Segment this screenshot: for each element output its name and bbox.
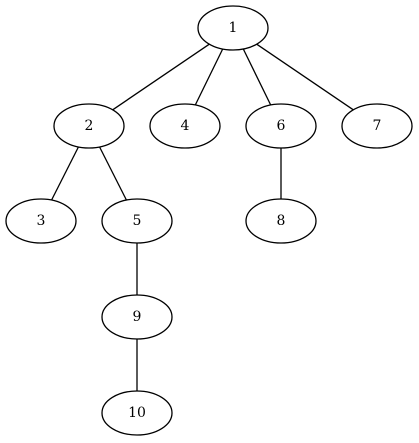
node-2: 2 — [53, 103, 125, 149]
node-ellipse — [101, 294, 173, 340]
node-label: 3 — [37, 213, 46, 229]
node-label: 8 — [277, 213, 286, 229]
node-10: 10 — [101, 390, 173, 436]
node-label: 9 — [133, 309, 142, 325]
node-3: 3 — [5, 198, 77, 244]
edge-n2-n3 — [51, 146, 79, 201]
node-8: 8 — [245, 198, 317, 244]
node-ellipse — [53, 103, 125, 149]
node-label: 10 — [128, 405, 146, 421]
node-ellipse — [197, 5, 269, 51]
node-label: 6 — [277, 118, 286, 134]
node-9: 9 — [101, 294, 173, 340]
node-6: 6 — [245, 103, 317, 149]
node-label: 7 — [373, 118, 382, 134]
node-label: 5 — [133, 213, 142, 229]
edge-n1-n7 — [256, 43, 354, 111]
node-label: 4 — [181, 118, 190, 134]
edge-n1-n6 — [242, 48, 272, 106]
nodes-layer: 1 2 4 6 7 3 5 8 9 10 — [5, 5, 413, 436]
node-ellipse — [149, 103, 221, 149]
edge-n2-n5 — [99, 146, 127, 201]
edge-n1-n4 — [194, 48, 224, 106]
edges-layer — [51, 43, 354, 391]
node-label: 2 — [85, 118, 94, 134]
node-ellipse — [341, 103, 413, 149]
node-1: 1 — [197, 5, 269, 51]
edge-n1-n2 — [112, 43, 210, 111]
node-ellipse — [101, 198, 173, 244]
node-ellipse — [245, 198, 317, 244]
node-7: 7 — [341, 103, 413, 149]
node-4: 4 — [149, 103, 221, 149]
node-ellipse — [245, 103, 317, 149]
node-ellipse — [5, 198, 77, 244]
node-5: 5 — [101, 198, 173, 244]
node-ellipse — [101, 390, 173, 436]
node-label: 1 — [229, 20, 238, 36]
